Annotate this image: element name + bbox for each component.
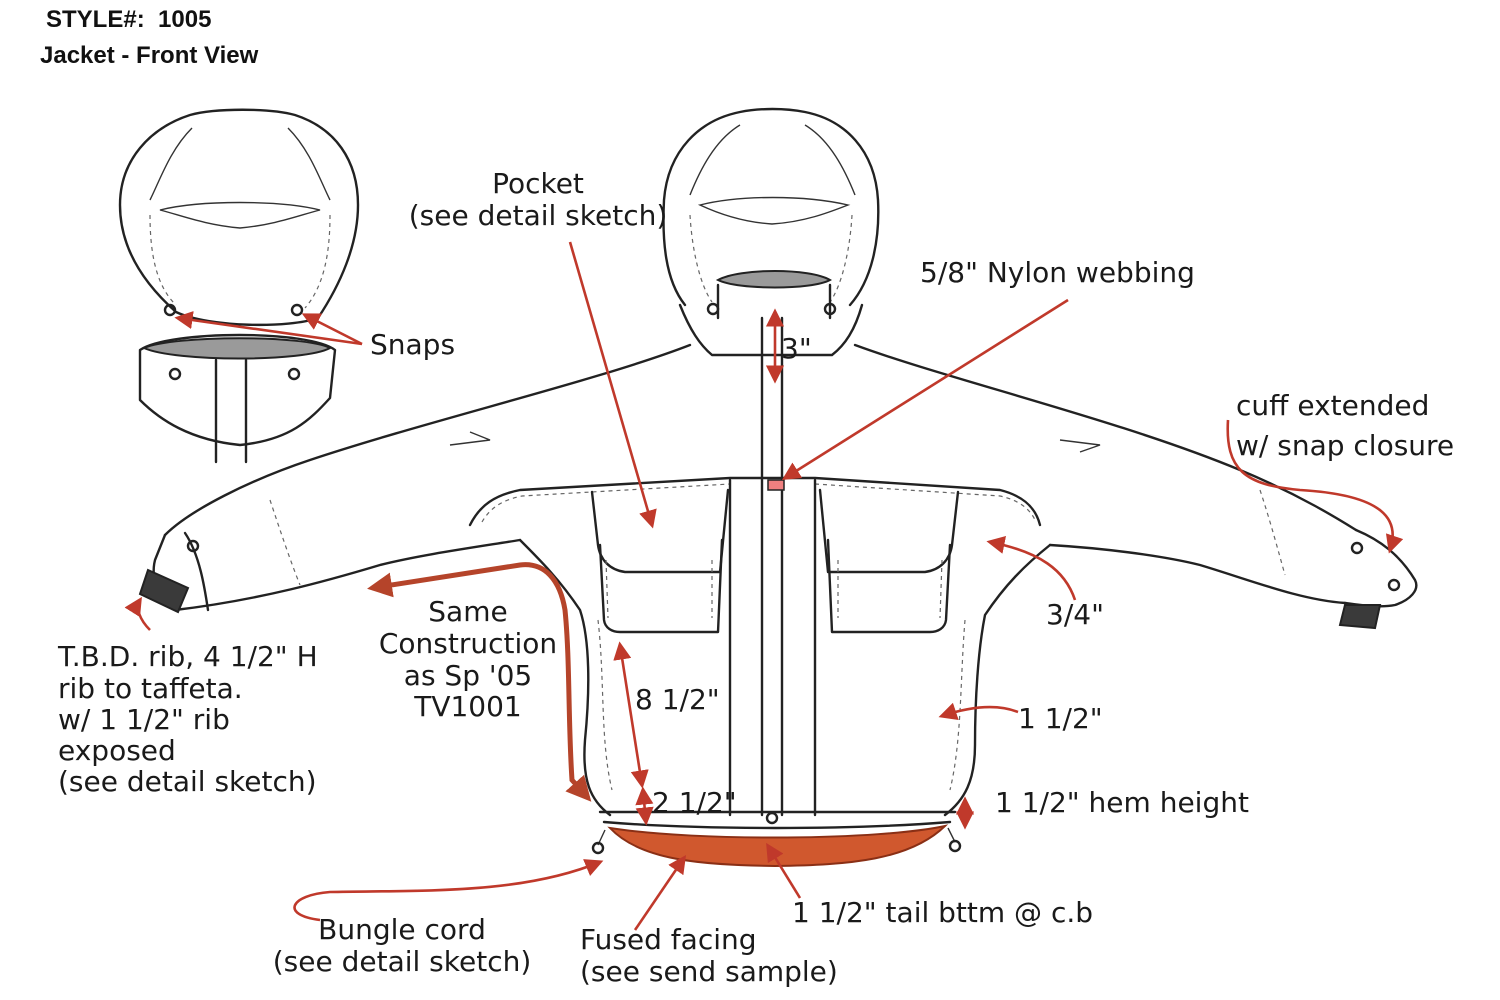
style-number-header: STYLE#: 1005 xyxy=(46,6,211,34)
hood-height-label: 3" xyxy=(781,332,812,365)
hem-height-label: 1 1/2" hem height xyxy=(995,786,1249,819)
rib-arrow xyxy=(124,596,151,631)
lower-panel-label: 2 1/2" xyxy=(652,786,737,819)
snaps-arrow-left xyxy=(174,311,363,346)
tail-arrow xyxy=(766,842,802,899)
bungee-arrow xyxy=(293,859,604,922)
facing-label-line2: (see send sample) xyxy=(580,955,838,988)
left-rib-cuff xyxy=(138,568,190,614)
nylon-webbing-tab xyxy=(767,479,785,491)
side-gap-arrow xyxy=(938,702,1019,721)
tail-label: 1 1/2" tail bttm @ c.b xyxy=(792,896,1093,929)
rib-label-line2: rib to taffeta. xyxy=(58,672,243,705)
cuff-arrow xyxy=(1226,419,1404,554)
construction-label-line3: as Sp '05 xyxy=(404,659,532,692)
webbing-label: 5/8" Nylon webbing xyxy=(920,256,1195,289)
cuff-label-line1: cuff extended xyxy=(1236,389,1429,422)
shoulder-seam-arrow xyxy=(986,535,1077,601)
facing-arrow xyxy=(633,854,687,931)
pocket-label-line1: Pocket xyxy=(492,167,584,200)
callout-labels: Pocket (see detail sketch) 5/8" Nylon we… xyxy=(57,167,1454,988)
side-panel-arrow xyxy=(613,641,649,789)
rib-label-line5: (see detail sketch) xyxy=(58,765,317,798)
construction-arrow xyxy=(367,562,592,802)
construction-label-line4: TV1001 xyxy=(413,690,522,723)
jacket-main-sketch xyxy=(138,107,1418,868)
rib-label-line3: w/ 1 1/2" rib xyxy=(58,703,230,736)
style-label: STYLE#: xyxy=(46,6,145,33)
rib-label-line1: T.B.D. rib, 4 1/2" H xyxy=(57,640,318,673)
rib-label-line4: exposed xyxy=(58,734,176,767)
construction-label-line2: Construction xyxy=(379,627,557,660)
hood-lining-shading xyxy=(141,337,333,360)
facing-label-line1: Fused facing xyxy=(580,923,757,956)
callout-arrows xyxy=(124,241,1404,931)
lower-panel-arrow xyxy=(635,786,654,826)
bungee-label-line2: (see detail sketch) xyxy=(273,945,532,978)
view-title: Jacket - Front View xyxy=(40,42,259,69)
side-gap-label: 1 1/2" xyxy=(1018,702,1103,735)
side-panel-label: 8 1/2" xyxy=(635,683,720,716)
style-number: 1005 xyxy=(158,6,212,33)
shoulder-seam-label: 3/4" xyxy=(1046,598,1104,631)
snaps-arrow-right xyxy=(301,313,363,346)
pocket-arrow xyxy=(568,241,657,529)
hood-detail-sketch xyxy=(118,108,360,464)
snaps-label: Snaps xyxy=(370,328,455,361)
cuff-label-line2: w/ snap closure xyxy=(1236,429,1454,462)
right-rib-cuff xyxy=(1338,604,1382,630)
webbing-arrow xyxy=(781,298,1069,480)
bungee-label-line1: Bungle cord xyxy=(318,913,486,946)
pocket-label-line2: (see detail sketch) xyxy=(409,199,668,232)
construction-label-line1: Same xyxy=(428,595,507,628)
